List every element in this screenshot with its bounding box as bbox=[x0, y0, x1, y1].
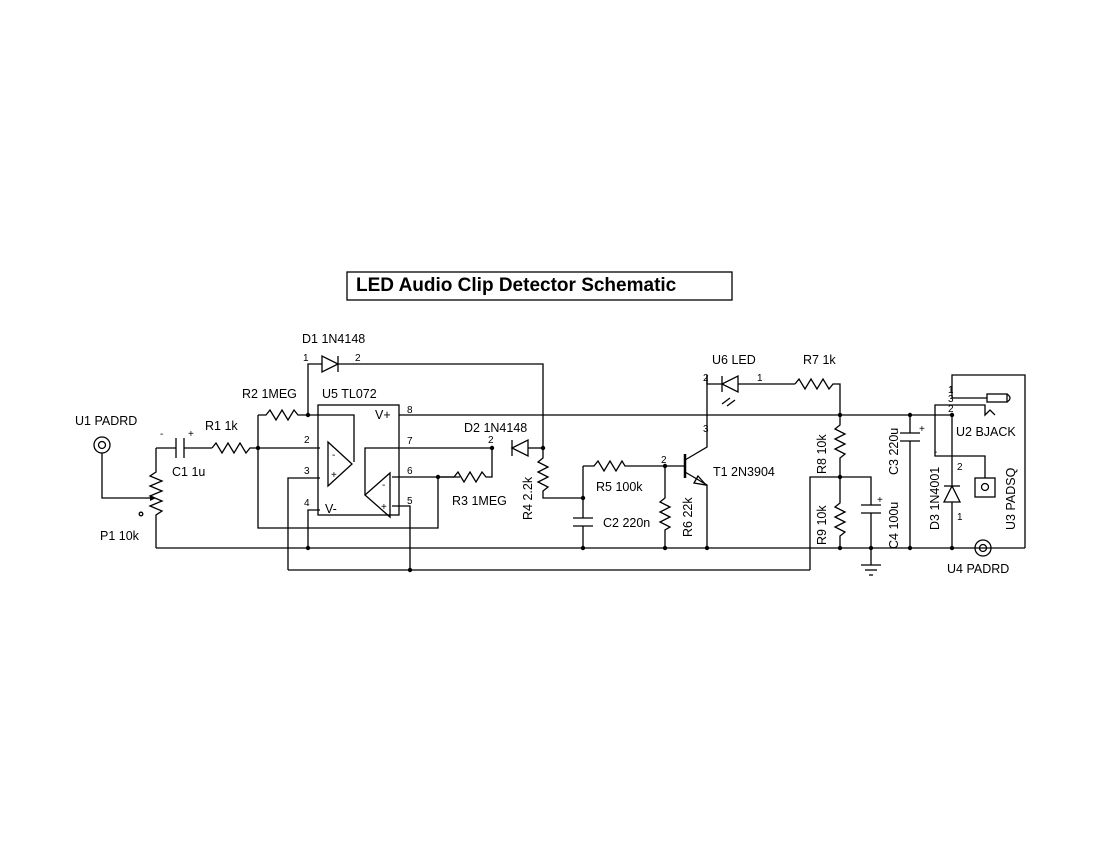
c2-label: C2 220n bbox=[603, 516, 650, 530]
svg-text:8: 8 bbox=[407, 405, 413, 416]
divider-network: R8 10k R9 10k + C4 100u bbox=[809, 412, 901, 576]
svg-text:2: 2 bbox=[488, 435, 494, 446]
svg-text:2: 2 bbox=[703, 373, 709, 384]
svg-text:1: 1 bbox=[303, 353, 309, 364]
svg-text:+: + bbox=[919, 424, 925, 435]
u6-label: U6 LED bbox=[712, 353, 756, 367]
input-pad-u1: U1 PADRD bbox=[75, 414, 146, 499]
resistor-r6: R6 22k bbox=[658, 466, 695, 551]
svg-text:3: 3 bbox=[304, 466, 310, 477]
r7-label: R7 1k bbox=[803, 353, 836, 367]
svg-text:3: 3 bbox=[703, 424, 709, 435]
diode-d1: 1 2 D1 1N4148 bbox=[302, 332, 544, 448]
r9-label: R9 10k bbox=[815, 505, 829, 545]
schematic-title: LED Audio Clip Detector Schematic bbox=[356, 275, 677, 296]
resistor-r7: R7 1k bbox=[794, 353, 841, 415]
svg-text:2: 2 bbox=[957, 462, 963, 473]
d3-label: D3 1N4001 bbox=[928, 467, 942, 530]
capacitor-c1: - + C1 1u bbox=[156, 429, 212, 479]
svg-text:2: 2 bbox=[355, 353, 361, 364]
svg-text:-: - bbox=[160, 429, 163, 440]
svg-text:+: + bbox=[188, 429, 194, 440]
svg-text:1: 1 bbox=[957, 512, 963, 523]
d1-label: D1 1N4148 bbox=[302, 332, 365, 346]
svg-text:V-: V- bbox=[325, 502, 337, 516]
svg-text:-: - bbox=[332, 450, 335, 461]
u3-label: U3 PADSQ bbox=[1004, 467, 1018, 530]
resistor-r3: R3 1MEG bbox=[438, 445, 507, 508]
r1-label: R1 1k bbox=[205, 419, 238, 433]
t1-label: T1 2N3904 bbox=[713, 465, 775, 479]
svg-text:+: + bbox=[381, 502, 387, 513]
transistor-t1: 2 3 T1 2N3904 bbox=[661, 375, 775, 551]
r6-label: R6 22k bbox=[681, 497, 695, 537]
diode-d2: 2 D2 1N4148 bbox=[464, 421, 546, 458]
svg-text:+: + bbox=[331, 470, 337, 481]
svg-text:2: 2 bbox=[948, 404, 954, 415]
svg-text:1: 1 bbox=[757, 373, 763, 384]
svg-text:1: 1 bbox=[948, 385, 954, 396]
r2-label: R2 1MEG bbox=[242, 387, 297, 401]
u2-label: U2 BJACK bbox=[956, 425, 1016, 439]
power-input-section: 2 1 D3 1N4001 - 1 3 2 U2 BJACK U3 PADSQ … bbox=[910, 374, 1026, 576]
opamp-input-network: R2 1MEG bbox=[242, 387, 439, 573]
r4-label: R4 2.2k bbox=[521, 476, 535, 520]
d2-label: D2 1N4148 bbox=[464, 421, 527, 435]
opamp-u5: U5 TL072 V+ V- - + - + 2 3 4 5 6 7 8 bbox=[304, 387, 910, 519]
svg-text:3: 3 bbox=[948, 394, 954, 405]
potentiometer-p1: P1 10k bbox=[100, 448, 164, 548]
p1-label: P1 10k bbox=[100, 529, 140, 543]
resistor-r1: R1 1k bbox=[205, 419, 258, 455]
capacitor-c2: C2 220n bbox=[573, 466, 650, 551]
led-u6: 2 1 U6 LED bbox=[703, 353, 795, 407]
capacitor-c3: + C3 220u bbox=[887, 412, 925, 551]
svg-text:+: + bbox=[877, 495, 883, 506]
svg-text:-: - bbox=[934, 447, 937, 458]
r8-label: R8 10k bbox=[815, 434, 829, 474]
svg-text:6: 6 bbox=[407, 466, 413, 477]
r5-label: R5 100k bbox=[596, 480, 643, 494]
c3-label: C3 220u bbox=[887, 428, 901, 475]
svg-text:2: 2 bbox=[304, 435, 310, 446]
c4-label: C4 100u bbox=[887, 502, 901, 549]
c1-label: C1 1u bbox=[172, 465, 205, 479]
u1-label: U1 PADRD bbox=[75, 414, 137, 428]
title-block: LED Audio Clip Detector Schematic bbox=[346, 271, 733, 301]
u5-label: U5 TL072 bbox=[322, 387, 377, 401]
u4-label: U4 PADRD bbox=[947, 562, 1009, 576]
resistor-r4: R4 2.2k bbox=[521, 448, 586, 520]
svg-text:7: 7 bbox=[407, 436, 413, 447]
svg-text:4: 4 bbox=[304, 498, 310, 509]
svg-text:2: 2 bbox=[661, 455, 667, 466]
resistor-r5: R5 100k bbox=[583, 459, 685, 494]
svg-text:V+: V+ bbox=[375, 408, 391, 422]
svg-text:-: - bbox=[382, 480, 385, 491]
ground-rail bbox=[156, 547, 1025, 571]
svg-text:5: 5 bbox=[407, 496, 413, 507]
r3-label: R3 1MEG bbox=[452, 494, 507, 508]
